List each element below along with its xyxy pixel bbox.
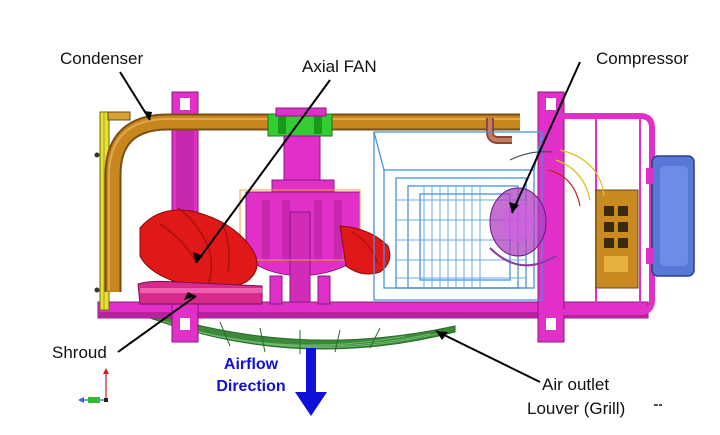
air-outlet-label-line2: Louver (Grill) — [527, 399, 626, 418]
airflow-label-line2: Direction — [216, 378, 286, 396]
side-panel — [646, 155, 695, 277]
control-board — [595, 189, 639, 289]
condenser-label: Condenser — [60, 49, 144, 68]
scale-marker — [654, 404, 662, 406]
outlet-arrowhead — [436, 331, 448, 340]
shroud-leader-line — [117, 295, 197, 353]
callout-leader-lines — [117, 61, 581, 383]
air-outlet-grill — [149, 311, 456, 354]
shroud-label: Shroud — [52, 343, 107, 362]
base-plate — [97, 301, 649, 319]
fan-shroud — [137, 280, 263, 305]
axial-fan-leader-line — [195, 79, 331, 264]
compressor-wiring — [509, 149, 605, 207]
airflow-arrow-icon — [295, 348, 327, 416]
compressor-leader-line — [511, 61, 581, 214]
condenser-arrowhead — [144, 111, 152, 120]
coordinate-axis-icon — [78, 368, 109, 403]
airflow-direction-label: Airflow Direction — [206, 354, 296, 399]
fan-motor-mount — [239, 107, 361, 305]
compressor-arrowhead — [509, 202, 519, 213]
compressor-label: Compressor — [596, 49, 689, 68]
callout-arrowheads — [144, 111, 519, 340]
green-connector — [267, 113, 333, 137]
outlet-leader-line — [435, 330, 541, 383]
axial-fan-arrowhead — [193, 252, 203, 263]
condenser-tube — [104, 111, 520, 292]
air-outlet-label-line1: Air outlet — [542, 375, 610, 394]
airflow-label-line1: Airflow — [223, 356, 279, 373]
shroud-arrowhead — [184, 292, 196, 300]
axial-fan-label: Axial FAN — [302, 57, 377, 76]
compressor-body — [489, 187, 557, 267]
